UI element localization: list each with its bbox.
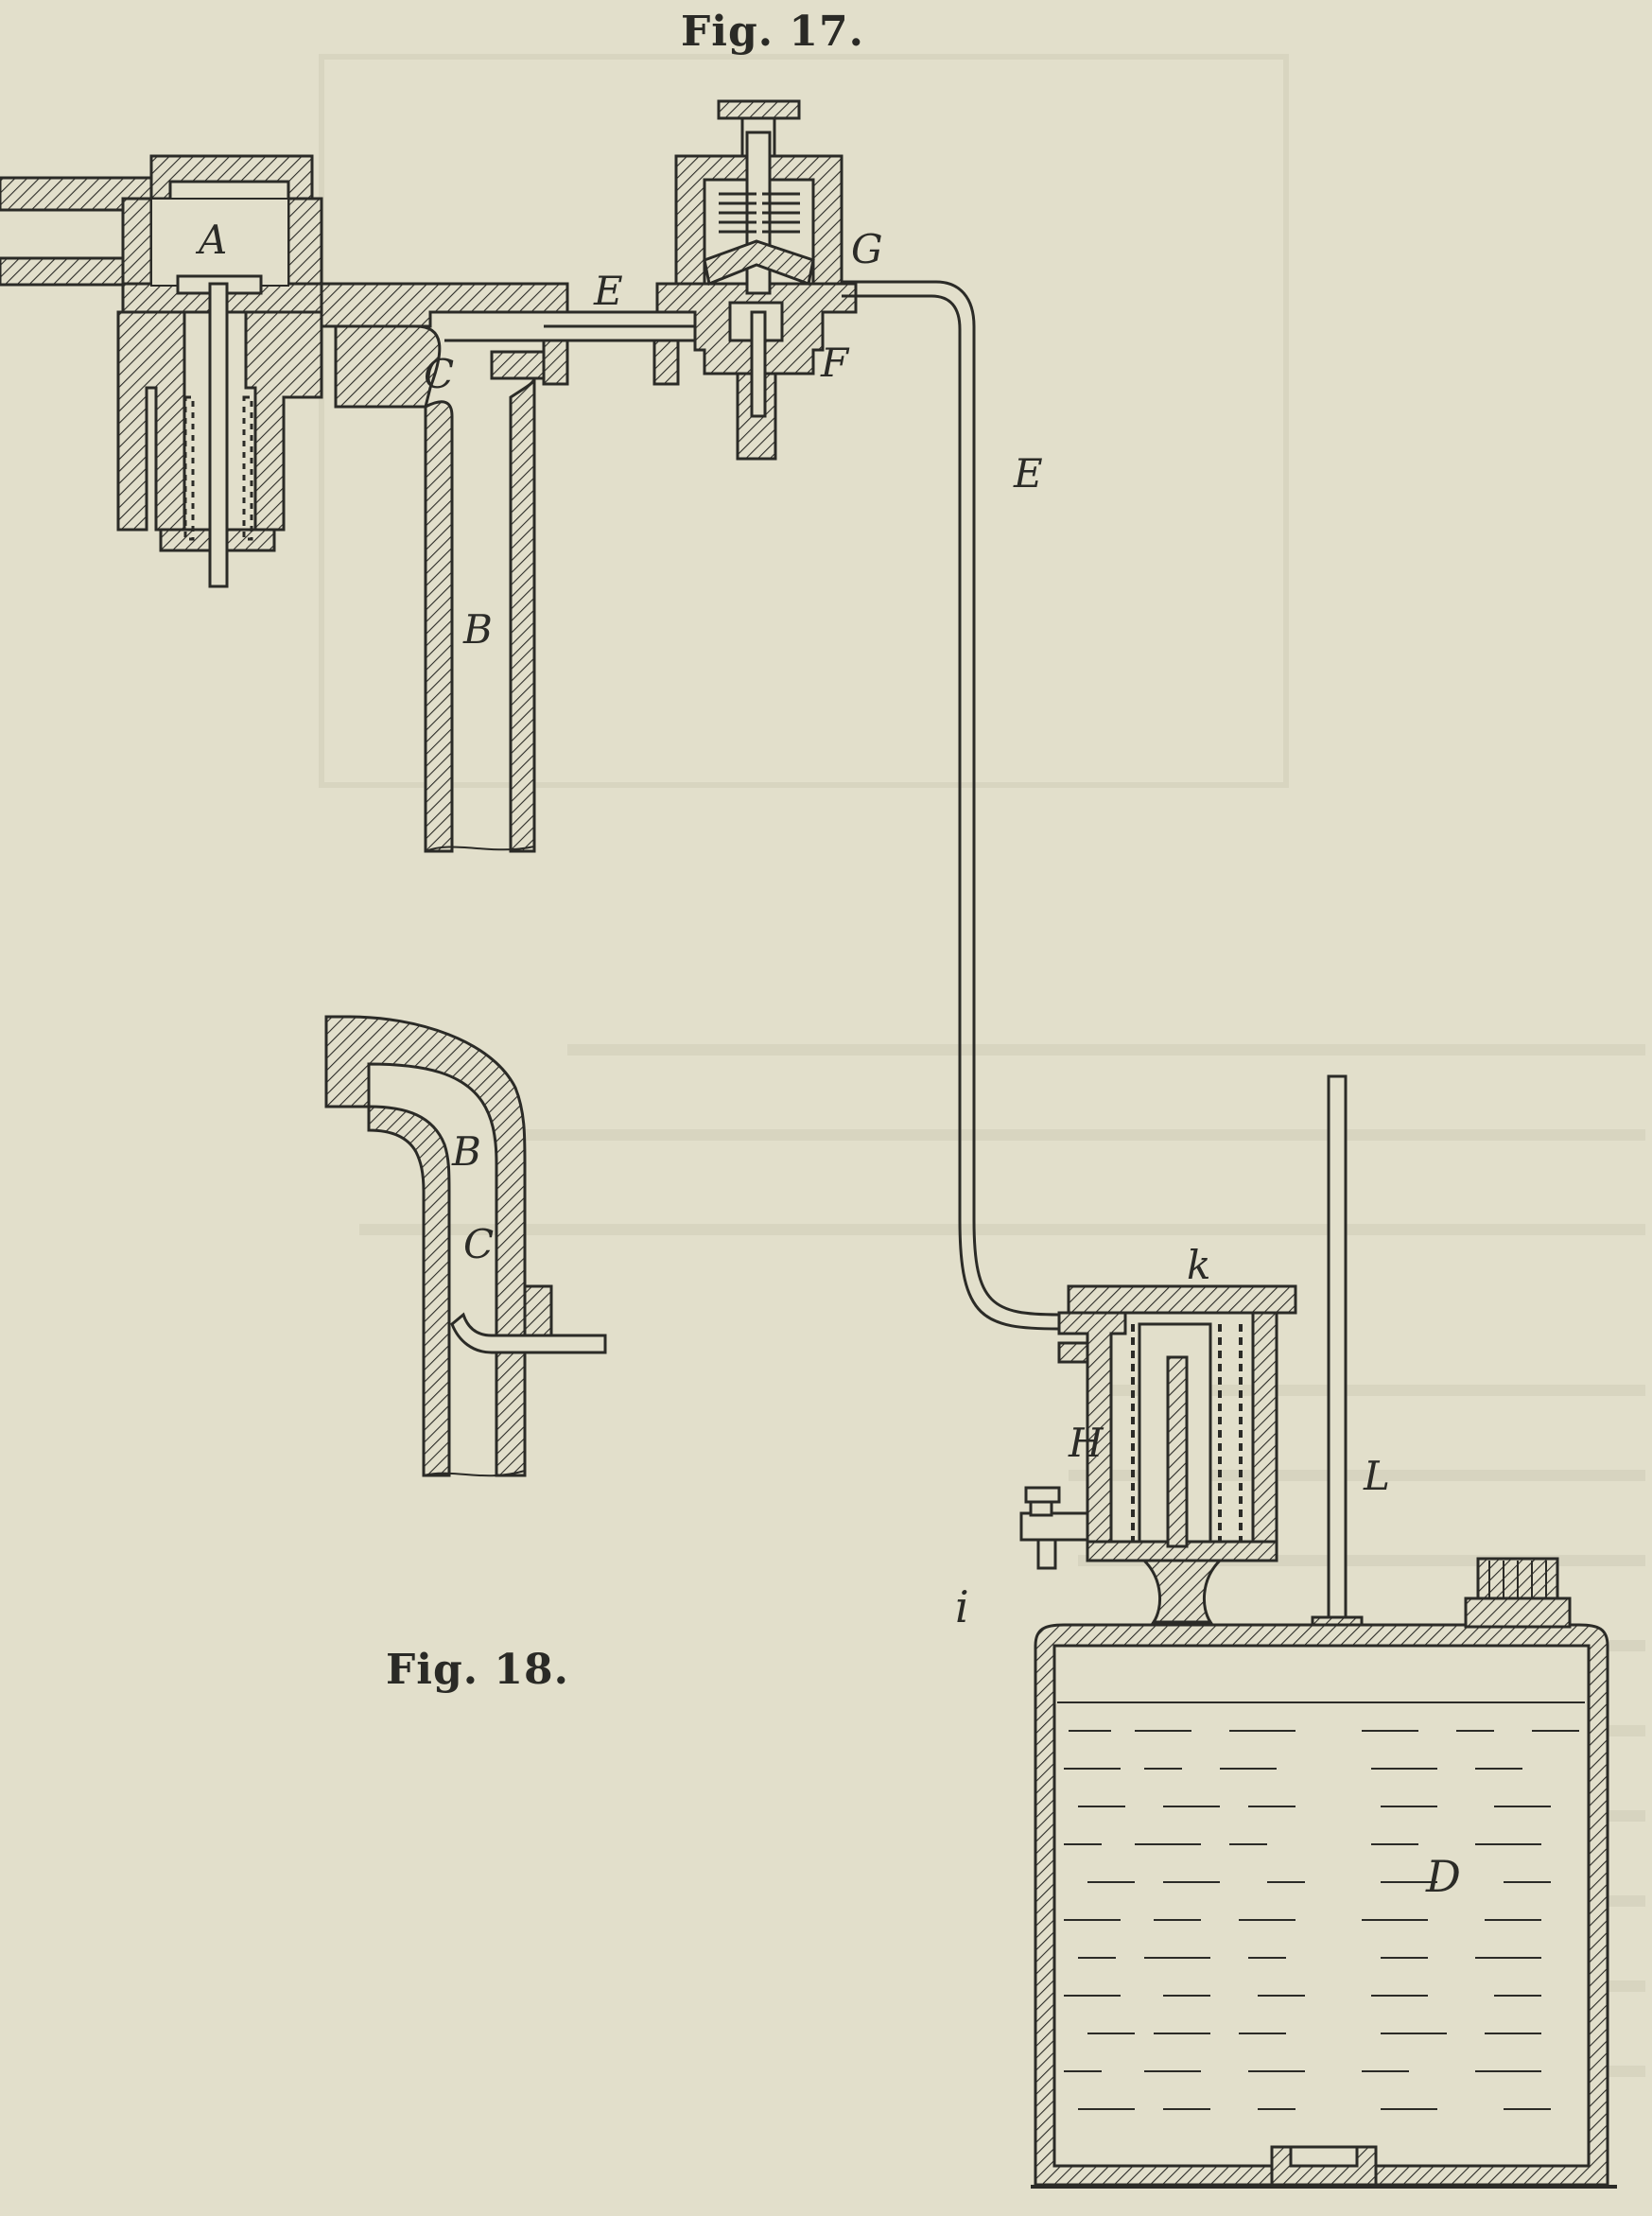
pipe-b [424, 377, 536, 853]
label-k: k [1187, 1242, 1210, 1288]
fig18-caption: Fig. 18. [386, 1646, 569, 1694]
label-e: E [593, 268, 623, 314]
filter-element-k [1131, 1322, 1243, 1548]
pipe-e [842, 280, 1060, 1331]
label-a: A [195, 217, 227, 263]
label-b: B [462, 606, 493, 653]
label-g: G [851, 226, 883, 272]
label-h: H [1068, 1420, 1104, 1466]
pipe-c-fig18 [450, 1284, 607, 1354]
pipe-c-passage [490, 339, 680, 386]
tank-d [1031, 1623, 1617, 2189]
label-c: C [424, 351, 454, 397]
filter-housing-h [1057, 1284, 1297, 1624]
label-f: F [820, 340, 850, 386]
label-d: D [1425, 1851, 1461, 1902]
label-e2: E [1013, 450, 1043, 497]
valve-spring-g [703, 131, 815, 418]
labels: A C E G F E B B C k H L i D [195, 217, 1461, 1902]
valve-stem-a [176, 274, 263, 588]
pipe-c [430, 310, 700, 342]
label-l: L [1363, 1453, 1390, 1499]
drain-tap-i [1019, 1486, 1089, 1570]
filler-cap [1464, 1557, 1572, 1629]
label-b-fig18: B [451, 1128, 481, 1175]
chamber-a [150, 198, 289, 287]
label-c-fig18: C [463, 1221, 494, 1267]
label-i: i [955, 1581, 969, 1632]
pipe-b-fig18 [324, 1015, 527, 1477]
fig17-caption: Fig. 17. [681, 8, 864, 56]
